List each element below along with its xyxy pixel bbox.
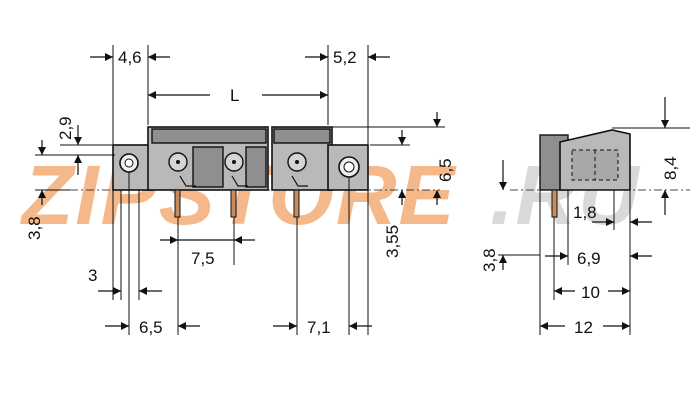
dim-3-8-side: 3,8 <box>480 248 499 272</box>
header-top-strip-right <box>273 128 331 144</box>
dim-L: L <box>230 86 239 105</box>
dim-3-8-left: 3,8 <box>25 216 44 240</box>
contact-3-center <box>295 160 299 164</box>
dim-12: 12 <box>574 318 593 337</box>
dim-7-1: 7,1 <box>307 318 331 337</box>
dim-6-5-bottom: 6,5 <box>139 318 163 337</box>
latch-2 <box>231 175 248 187</box>
side-pin <box>551 189 558 218</box>
dim-5-2: 5,2 <box>333 48 357 67</box>
dim-7-5: 7,5 <box>191 249 215 268</box>
latch-3 <box>291 175 308 187</box>
dim-8-4: 8,4 <box>661 156 680 180</box>
mounting-hole-left-inner <box>124 158 134 168</box>
dim-6-5-right: 6,5 <box>436 158 455 182</box>
dim-1-8: 1,8 <box>573 203 597 222</box>
dimension-labels: 4,6 5,2 L 2,9 3,8 6,5 3,55 7,5 3 6,5 7,1… <box>25 48 680 337</box>
header-top-strip-left <box>151 128 267 144</box>
side-view <box>510 129 690 218</box>
dimension-lines <box>35 45 690 335</box>
dim-2-9: 2,9 <box>56 116 75 140</box>
left-flange <box>112 144 154 191</box>
dim-3: 3 <box>88 266 97 285</box>
front-view <box>70 126 440 218</box>
dim-6-9: 6,9 <box>577 249 601 268</box>
latch-1 <box>179 175 196 187</box>
recess-2 <box>245 146 267 188</box>
recess-1 <box>192 146 224 188</box>
mounting-hole-right-inner <box>343 161 355 173</box>
pin-3 <box>293 189 300 218</box>
contact-2-center <box>232 160 236 164</box>
dim-10: 10 <box>581 283 600 302</box>
dim-3-55: 3,55 <box>383 225 402 258</box>
dim-4-6: 4,6 <box>118 48 142 67</box>
contact-1-center <box>176 160 180 164</box>
pin-1 <box>174 189 181 218</box>
pin-2 <box>230 189 237 218</box>
